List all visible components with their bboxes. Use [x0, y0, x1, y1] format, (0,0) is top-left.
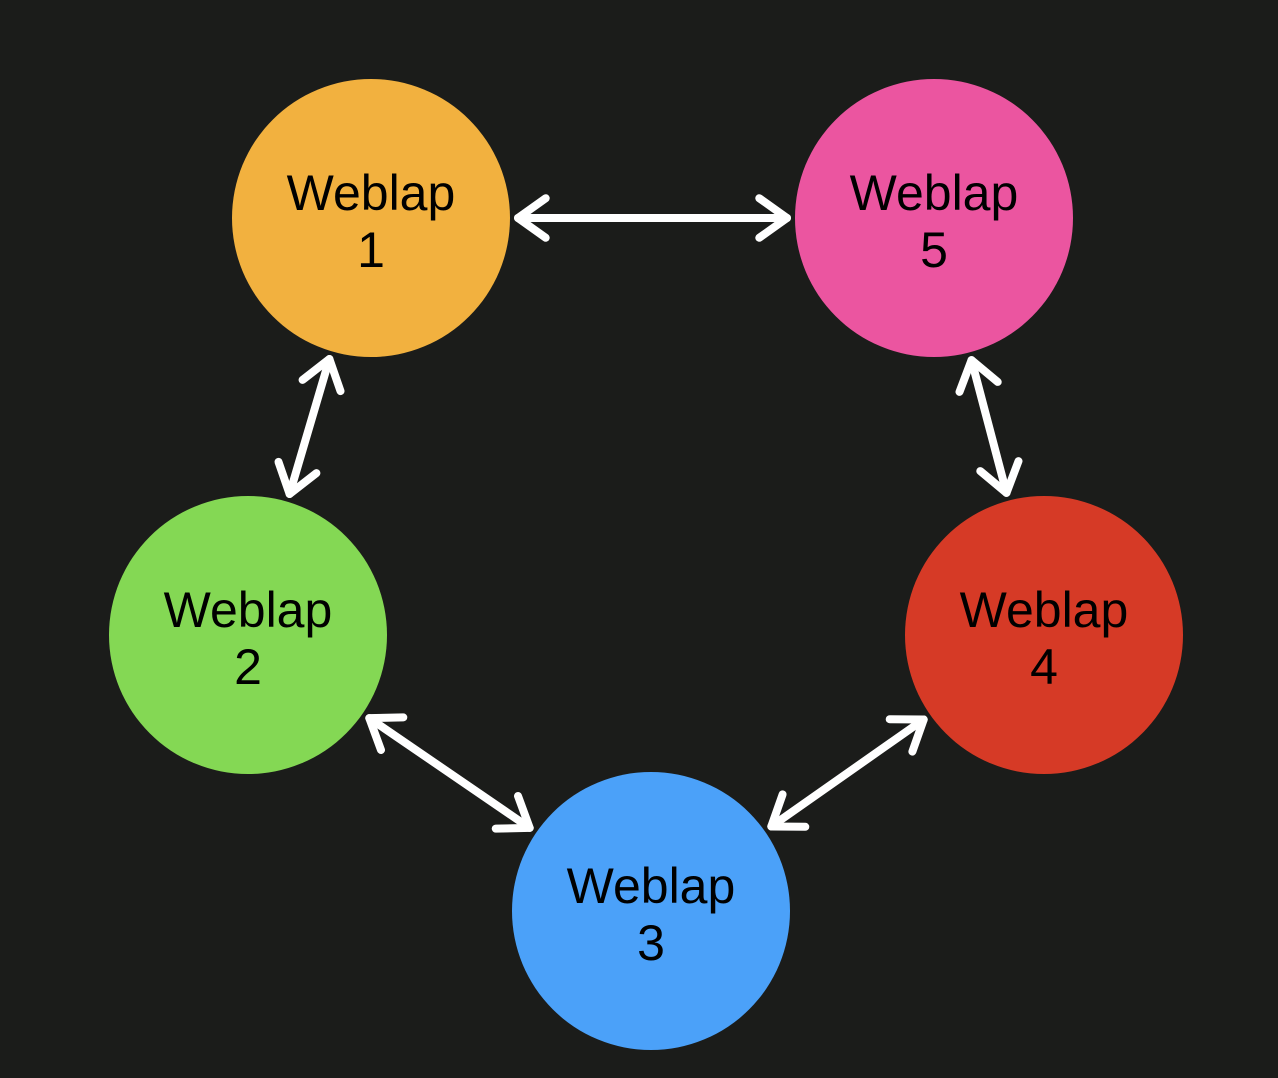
edge-n5-n4 [955, 356, 1023, 497]
node-label-line1: Weblap [287, 165, 456, 221]
arrowhead-icon [298, 355, 345, 396]
arrowhead-icon [755, 194, 791, 242]
edges-layer [274, 194, 1023, 833]
edge-line [285, 355, 334, 498]
edge-line [767, 715, 928, 831]
node-label-line1: Weblap [850, 165, 1019, 221]
arrowhead-icon [491, 792, 534, 833]
arrowhead-icon [767, 790, 810, 831]
node-label-line2: 5 [920, 222, 948, 278]
arrowhead-icon [365, 713, 408, 754]
arrowhead-icon [976, 457, 1023, 497]
node-label-line1: Weblap [567, 858, 736, 914]
edge-line [967, 356, 1011, 497]
node-label-line2: 3 [637, 915, 665, 971]
node-label-line2: 1 [357, 222, 385, 278]
arrowhead-icon [274, 457, 321, 498]
edge-line [365, 714, 534, 832]
node-label-line1: Weblap [960, 582, 1129, 638]
node-circle [795, 79, 1073, 357]
node-circle [512, 772, 790, 1050]
node-label-line1: Weblap [164, 582, 333, 638]
edge-n1-n2 [274, 355, 345, 498]
arrowhead-icon [885, 715, 928, 756]
edge-n1-n5 [514, 194, 791, 242]
node-label-line2: 2 [234, 639, 262, 695]
edge-n3-n4 [767, 715, 928, 831]
edge-n2-n3 [365, 713, 534, 833]
node-circle [905, 496, 1183, 774]
node-label-line2: 4 [1030, 639, 1058, 695]
node-circle [109, 496, 387, 774]
arrowhead-icon [514, 194, 550, 242]
node-circle [232, 79, 510, 357]
arrowhead-icon [955, 356, 1002, 396]
